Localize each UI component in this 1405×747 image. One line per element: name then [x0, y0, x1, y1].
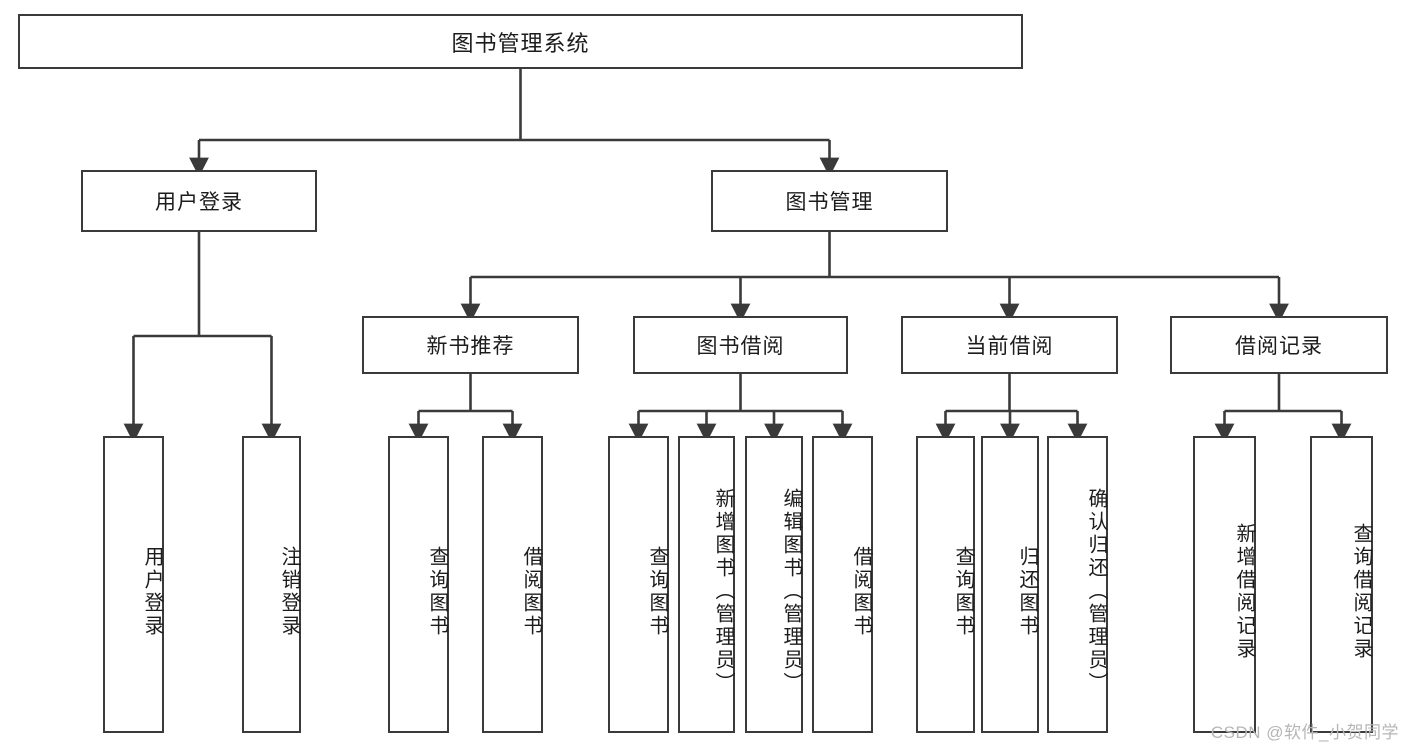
node-label: 查询图书: [646, 545, 668, 638]
node-l2c[interactable]: 当前借阅: [901, 316, 1118, 374]
node-l3j[interactable]: 归还图书: [981, 436, 1039, 733]
node-label: 新增图书（管理员）: [712, 488, 734, 695]
node-l3h[interactable]: 借阅图书: [812, 436, 873, 733]
node-label: 借阅图书: [520, 545, 542, 638]
node-label: 图书管理系统: [451, 30, 590, 56]
node-l3d[interactable]: 借阅图书: [482, 436, 543, 733]
node-label: 新书推荐: [426, 335, 515, 358]
node-l3m[interactable]: 查询借阅记录: [1310, 436, 1373, 733]
node-label: 编辑图书（管理员）: [780, 488, 802, 695]
node-label: 用户登录: [141, 545, 163, 638]
node-l3i[interactable]: 查询图书: [916, 436, 975, 733]
node-l3k[interactable]: 确认归还（管理员）: [1047, 436, 1108, 733]
node-label: 用户登录: [155, 191, 243, 214]
node-l1a[interactable]: 用户登录: [81, 170, 317, 232]
node-label: 借阅记录: [1235, 335, 1323, 358]
node-l2d[interactable]: 借阅记录: [1170, 316, 1388, 374]
node-label: 查询图书: [952, 545, 974, 638]
node-label: 图书管理: [785, 191, 874, 214]
node-label: 当前借阅: [965, 335, 1054, 358]
node-label: 注销登录: [278, 545, 300, 638]
node-l3g[interactable]: 编辑图书（管理员）: [745, 436, 803, 733]
node-l2b[interactable]: 图书借阅: [633, 316, 848, 374]
node-l3l[interactable]: 新增借阅记录: [1193, 436, 1256, 733]
node-l2a[interactable]: 新书推荐: [362, 316, 579, 374]
node-label: 查询图书: [426, 545, 448, 638]
node-label: 归还图书: [1016, 545, 1038, 638]
node-root[interactable]: 图书管理系统: [18, 14, 1023, 69]
node-label: 查询借阅记录: [1350, 522, 1372, 661]
node-l3e[interactable]: 查询图书: [608, 436, 669, 733]
node-l3f[interactable]: 新增图书（管理员）: [678, 436, 735, 733]
watermark-label: CSDN @软件_小贺同学: [1210, 723, 1399, 742]
node-label: 图书借阅: [696, 335, 785, 358]
node-l3c[interactable]: 查询图书: [388, 436, 449, 733]
node-l3b[interactable]: 注销登录: [242, 436, 301, 733]
node-label: 确认归还（管理员）: [1085, 488, 1107, 695]
node-label: 借阅图书: [850, 545, 872, 638]
node-l1b[interactable]: 图书管理: [711, 170, 948, 232]
tree-connectors: [123, 69, 1352, 443]
node-l3a[interactable]: 用户登录: [103, 436, 164, 733]
node-label: 新增借阅记录: [1233, 522, 1255, 661]
